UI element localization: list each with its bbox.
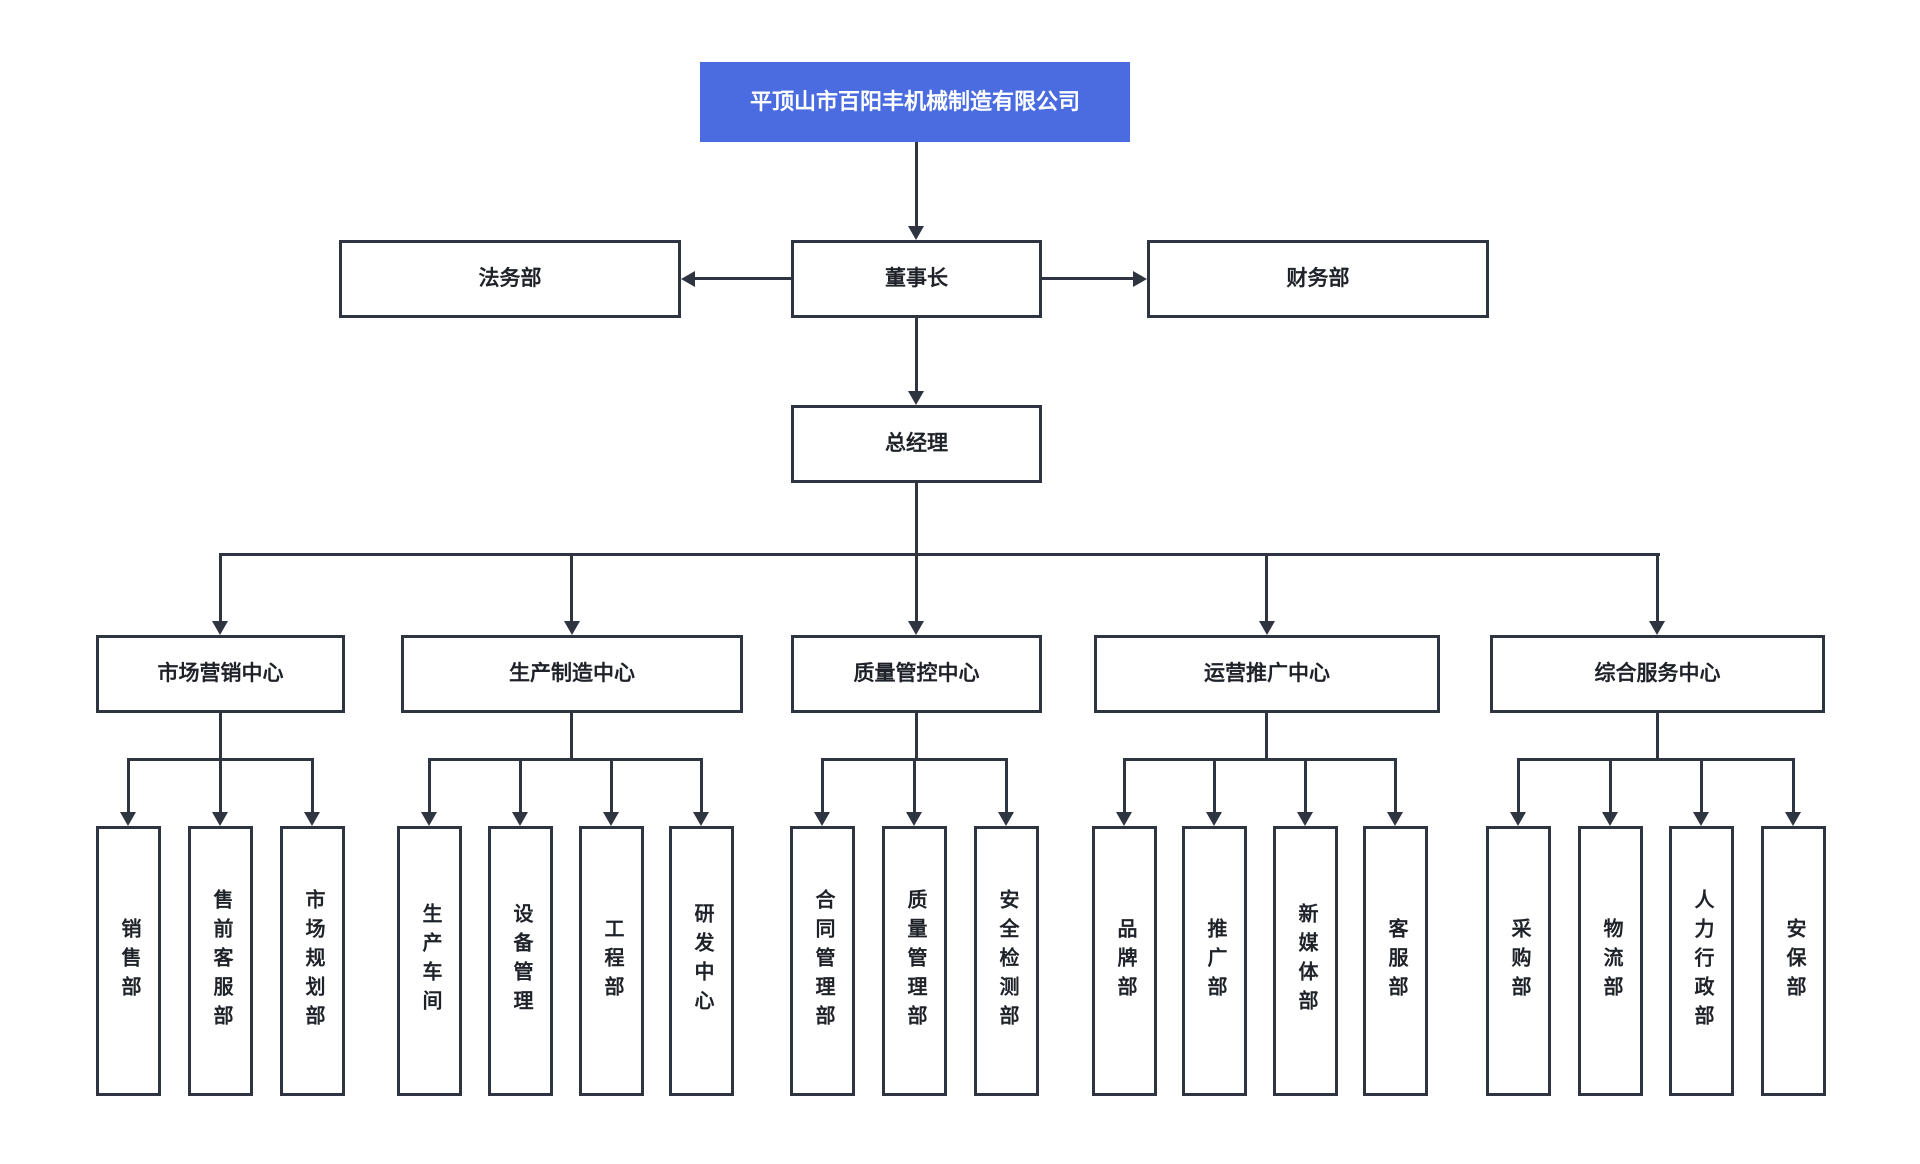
connector-quality-stub	[915, 713, 918, 761]
connector-drop-procurement	[1517, 758, 1520, 812]
connector-drop-brand	[1123, 758, 1126, 812]
connector-chairman-legal	[695, 277, 791, 280]
connector-drop-logistics	[1609, 758, 1612, 812]
connector-chairman-gm	[915, 318, 918, 393]
arrowhead-safety-inspection	[998, 812, 1014, 826]
connector-marketing-stub	[219, 713, 222, 761]
connector-drop-equipment-mgmt	[519, 758, 522, 812]
connector-drop-sales	[127, 758, 130, 812]
connector-drop-hr-admin	[1700, 758, 1703, 812]
arrowhead-contract-mgmt	[814, 812, 830, 826]
node-dept-procurement: 采购部	[1486, 826, 1551, 1096]
node-dept-hr-admin: 人力行政部	[1669, 826, 1734, 1096]
connector-services-bus	[1517, 758, 1795, 761]
connector-bus-quality	[915, 553, 918, 621]
connector-drop-promotion	[1213, 758, 1216, 812]
node-dept-sales: 销售部	[96, 826, 161, 1096]
arrowhead-equipment-mgmt	[512, 812, 528, 826]
arrowhead-bus-operations	[1259, 621, 1275, 635]
node-dept-quality-mgmt: 质量管理部	[882, 826, 947, 1096]
arrowhead-presales-service	[212, 812, 228, 826]
arrowhead-hr-admin	[1693, 812, 1709, 826]
connector-root-chairman	[915, 142, 918, 228]
connector-gm-bus	[915, 483, 918, 556]
node-center-production: 生产制造中心	[401, 635, 743, 713]
arrowhead-chairman-legal	[681, 271, 695, 287]
connector-bus-production	[570, 553, 573, 621]
arrowhead-brand	[1116, 812, 1132, 826]
arrowhead-promotion	[1206, 812, 1222, 826]
node-finance-dept: 财务部	[1147, 240, 1489, 318]
connector-drop-engineering	[610, 758, 613, 812]
arrowhead-bus-services	[1649, 621, 1665, 635]
arrowhead-customer-service	[1387, 812, 1403, 826]
node-dept-new-media: 新媒体部	[1273, 826, 1338, 1096]
node-legal-dept: 法务部	[339, 240, 681, 318]
connector-drop-production-workshop	[428, 758, 431, 812]
connector-drop-rd-center	[700, 758, 703, 812]
node-dept-promotion: 推广部	[1182, 826, 1247, 1096]
arrowhead-quality-mgmt	[906, 812, 922, 826]
arrowhead-chairman-finance	[1133, 271, 1147, 287]
connector-drop-market-planning	[311, 758, 314, 812]
node-dept-market-planning: 市场规划部	[280, 826, 345, 1096]
connector-drop-customer-service	[1394, 758, 1397, 812]
connector-centers-bus	[219, 553, 1660, 556]
connector-chairman-finance	[1042, 277, 1133, 280]
connector-drop-contract-mgmt	[821, 758, 824, 812]
node-center-services: 综合服务中心	[1490, 635, 1825, 713]
arrowhead-rd-center	[693, 812, 709, 826]
connector-drop-new-media	[1304, 758, 1307, 812]
arrowhead-engineering	[603, 812, 619, 826]
node-dept-contract-mgmt: 合同管理部	[790, 826, 855, 1096]
arrowhead-market-planning	[304, 812, 320, 826]
node-general-manager: 总经理	[791, 405, 1042, 483]
connector-production-bus	[428, 758, 703, 761]
node-dept-production-workshop: 生产车间	[397, 826, 462, 1096]
node-dept-security: 安保部	[1761, 826, 1826, 1096]
connector-bus-services	[1656, 553, 1659, 621]
node-dept-safety-inspection: 安全检测部	[974, 826, 1039, 1096]
connector-bus-operations	[1265, 553, 1268, 621]
node-dept-logistics: 物流部	[1578, 826, 1643, 1096]
connector-drop-quality-mgmt	[913, 758, 916, 812]
connector-drop-safety-inspection	[1005, 758, 1008, 812]
arrowhead-new-media	[1297, 812, 1313, 826]
connector-services-stub	[1656, 713, 1659, 761]
node-center-quality: 质量管控中心	[791, 635, 1042, 713]
connector-drop-presales-service	[219, 758, 222, 812]
node-company-root: 平顶山市百阳丰机械制造有限公司	[700, 62, 1130, 142]
arrowhead-bus-production	[564, 621, 580, 635]
arrowhead-chairman-gm	[908, 391, 924, 405]
node-dept-brand: 品牌部	[1092, 826, 1157, 1096]
node-dept-equipment-mgmt: 设备管理	[488, 826, 553, 1096]
arrowhead-production-workshop	[421, 812, 437, 826]
node-dept-customer-service: 客服部	[1363, 826, 1428, 1096]
connector-bus-marketing	[219, 553, 222, 621]
connector-operations-stub	[1265, 713, 1268, 761]
arrowhead-security	[1785, 812, 1801, 826]
arrowhead-bus-marketing	[212, 621, 228, 635]
connector-operations-bus	[1123, 758, 1397, 761]
arrowhead-logistics	[1602, 812, 1618, 826]
arrowhead-sales	[120, 812, 136, 826]
connector-production-stub	[570, 713, 573, 761]
node-center-operations: 运营推广中心	[1094, 635, 1440, 713]
node-center-marketing: 市场营销中心	[96, 635, 345, 713]
arrowhead-procurement	[1510, 812, 1526, 826]
connector-drop-security	[1792, 758, 1795, 812]
node-dept-engineering: 工程部	[579, 826, 644, 1096]
arrowhead-bus-quality	[908, 621, 924, 635]
node-dept-rd-center: 研发中心	[669, 826, 734, 1096]
node-dept-presales-service: 售前客服部	[188, 826, 253, 1096]
node-chairman: 董事长	[791, 240, 1042, 318]
arrowhead-root-chairman	[908, 226, 924, 240]
